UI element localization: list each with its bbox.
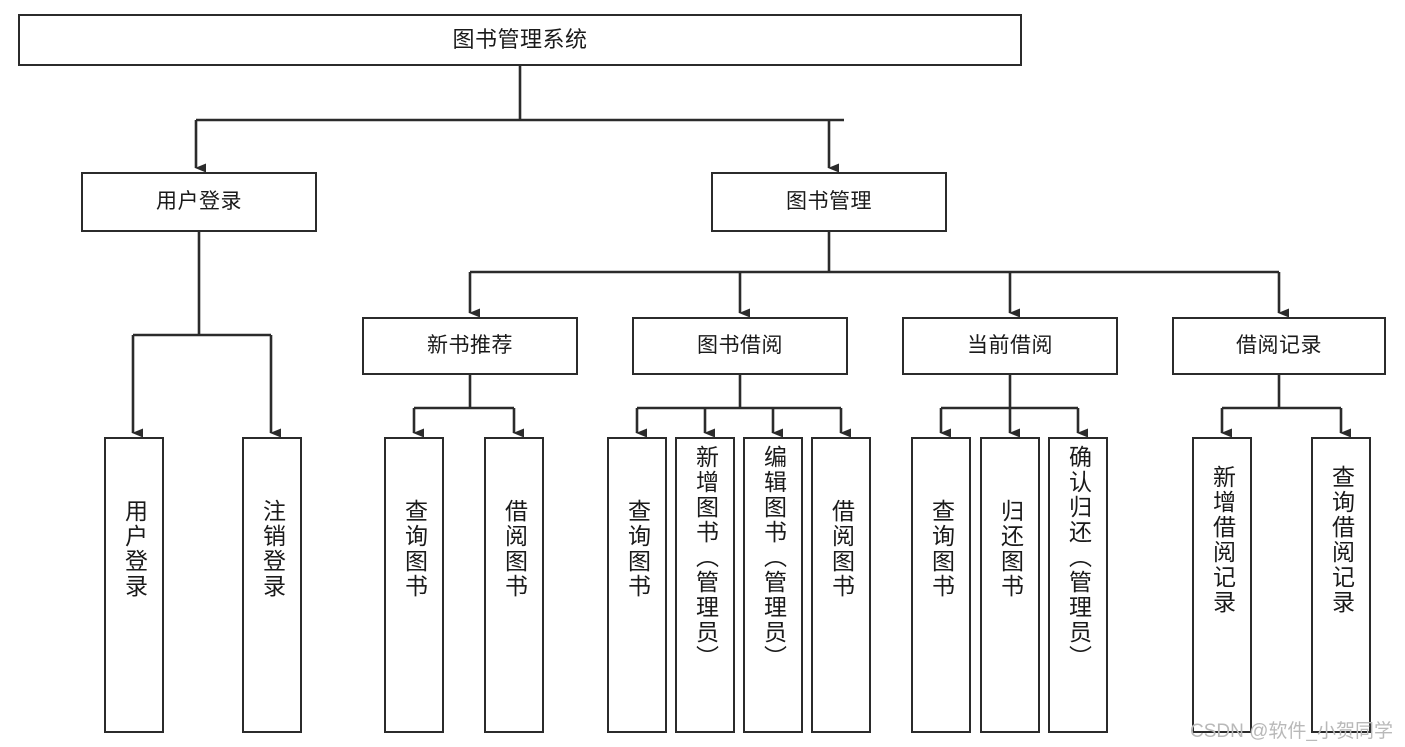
node-borrow-record-label: 借阅记录 — [1236, 333, 1322, 357]
node-leaf-borrow-book-2[interactable]: 借阅图书 — [811, 437, 871, 733]
node-user-login[interactable]: 用户登录 — [81, 172, 317, 232]
node-leaf-query-book-1-label: 查询图书 — [401, 499, 428, 599]
node-leaf-return-book[interactable]: 归还图书 — [980, 437, 1040, 733]
node-book-borrow-label: 图书借阅 — [697, 333, 783, 357]
node-new-book-recommend-label: 新书推荐 — [427, 333, 513, 357]
node-leaf-add-book-label: 新增图书（管理员） — [692, 445, 719, 670]
node-borrow-record[interactable]: 借阅记录 — [1172, 317, 1386, 375]
node-leaf-add-record-label: 新增借阅记录 — [1209, 465, 1236, 615]
node-new-book-recommend[interactable]: 新书推荐 — [362, 317, 578, 375]
node-leaf-logout-label: 注销登录 — [259, 499, 286, 599]
node-leaf-logout[interactable]: 注销登录 — [242, 437, 302, 733]
node-leaf-borrow-book-1[interactable]: 借阅图书 — [484, 437, 544, 733]
node-current-borrow[interactable]: 当前借阅 — [902, 317, 1118, 375]
node-leaf-query-book-2[interactable]: 查询图书 — [607, 437, 667, 733]
node-leaf-add-book[interactable]: 新增图书（管理员） — [675, 437, 735, 733]
node-leaf-borrow-book-2-label: 借阅图书 — [828, 499, 855, 599]
node-leaf-confirm-return[interactable]: 确认归还（管理员） — [1048, 437, 1108, 733]
node-root[interactable]: 图书管理系统 — [18, 14, 1022, 66]
node-leaf-query-book-3-label: 查询图书 — [928, 499, 955, 599]
node-leaf-return-book-label: 归还图书 — [997, 499, 1024, 599]
node-leaf-query-book-3[interactable]: 查询图书 — [911, 437, 971, 733]
node-leaf-edit-book-label: 编辑图书（管理员） — [760, 445, 787, 670]
node-leaf-borrow-book-1-label: 借阅图书 — [501, 499, 528, 599]
node-leaf-edit-book[interactable]: 编辑图书（管理员） — [743, 437, 803, 733]
node-leaf-query-book-1[interactable]: 查询图书 — [384, 437, 444, 733]
node-book-borrow[interactable]: 图书借阅 — [632, 317, 848, 375]
node-leaf-user-login-label: 用户登录 — [121, 499, 148, 599]
node-current-borrow-label: 当前借阅 — [967, 333, 1053, 357]
node-leaf-user-login[interactable]: 用户登录 — [104, 437, 164, 733]
node-book-manage[interactable]: 图书管理 — [711, 172, 947, 232]
csdn-watermark: CSDN @软件_小贺同学 — [1190, 721, 1393, 742]
node-user-login-label: 用户登录 — [156, 189, 242, 213]
node-book-manage-label: 图书管理 — [786, 189, 872, 213]
node-leaf-confirm-return-label: 确认归还（管理员） — [1065, 445, 1092, 670]
node-leaf-query-book-2-label: 查询图书 — [624, 499, 651, 599]
node-leaf-add-record[interactable]: 新增借阅记录 — [1192, 437, 1252, 733]
node-root-label: 图书管理系统 — [452, 27, 588, 53]
node-leaf-query-record[interactable]: 查询借阅记录 — [1311, 437, 1371, 733]
node-leaf-query-record-label: 查询借阅记录 — [1328, 465, 1355, 615]
